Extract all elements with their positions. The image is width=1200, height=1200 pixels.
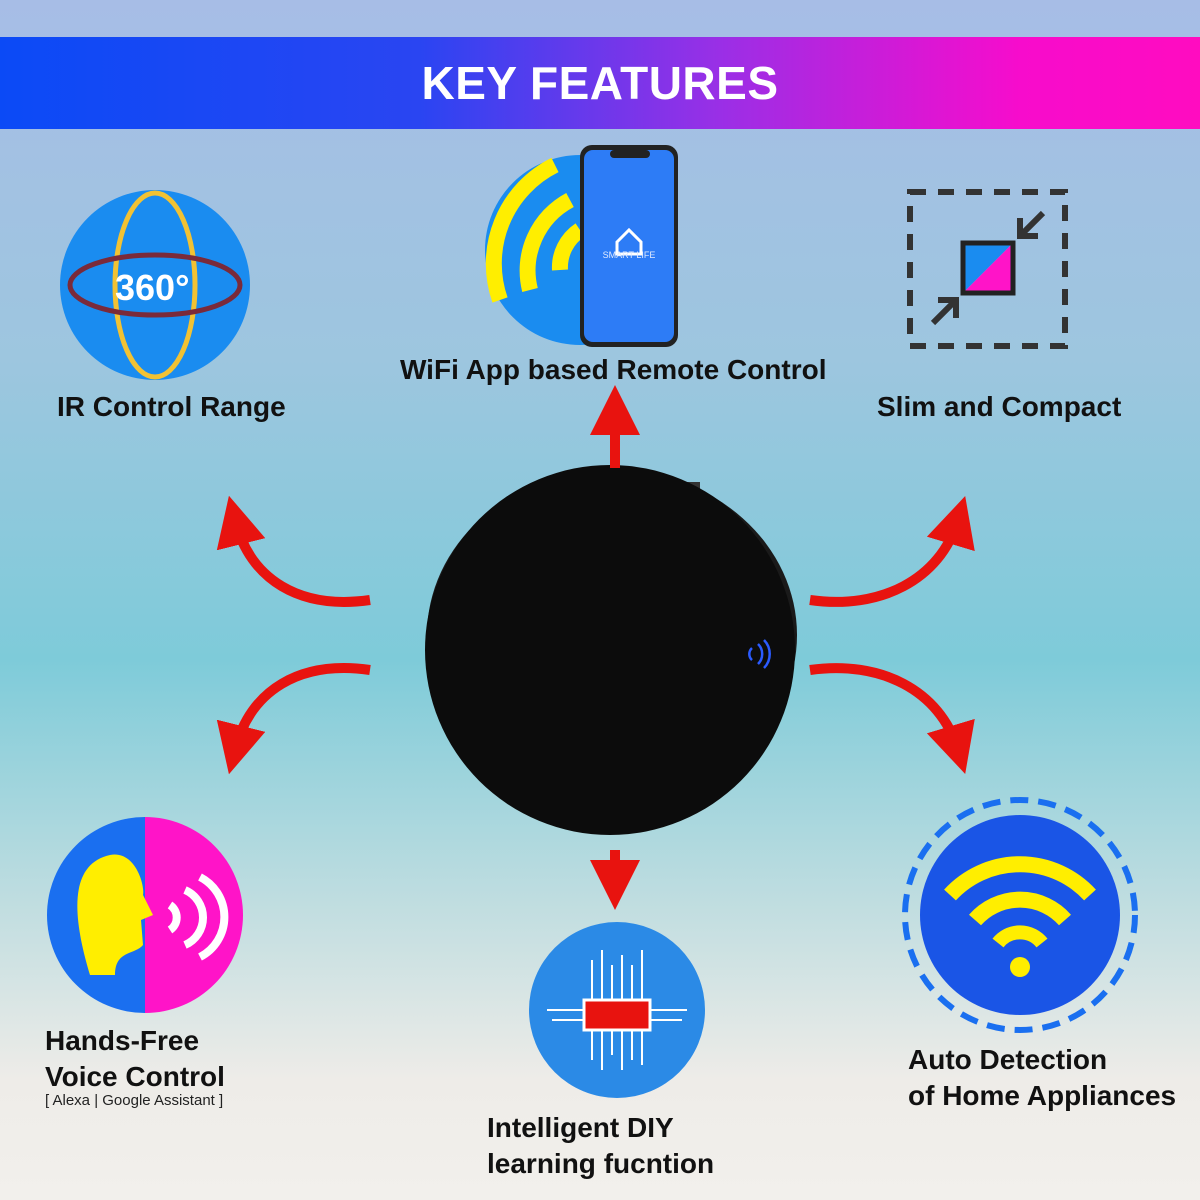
arrow-up-right [809,496,975,607]
compact-size-icon [907,189,1068,349]
wifi-detection-icon [902,797,1138,1033]
feature-ir-control-range: IR Control Range [57,391,286,422]
feature-auto-detect-line2: of Home Appliances [908,1080,1177,1111]
app-name: SMART LIFE [602,250,656,260]
feature-auto-detect-line1: Auto Detection [908,1044,1108,1075]
key-features-banner: KEY FEATURES [0,37,1200,129]
voice-assistants: [ Alexa | Google Assistant ] [45,1092,224,1109]
chip-icon [529,922,705,1098]
banner-title: KEY FEATURES [421,57,779,109]
arrow-down-left [216,663,371,775]
arrow-down-right [809,663,975,774]
feature-wifi-app-remote: WiFi App based Remote Control [400,354,827,385]
badge-360: 360° [115,267,189,308]
360-rotation-icon: 360° [60,190,250,380]
feature-diy-line1: Intelligent DIY [487,1112,674,1143]
feature-voice-line2: Voice Control [45,1061,225,1092]
arrow-up-left [216,495,371,607]
feature-diy-line2: learning fucntion [487,1148,715,1179]
smartphone-wifi-icon [485,145,678,347]
voice-icon [47,817,243,1013]
feature-slim-compact: Slim and Compact [877,391,1122,422]
feature-voice-line1: Hands-Free [45,1025,200,1056]
ir-blaster-device [425,465,797,835]
